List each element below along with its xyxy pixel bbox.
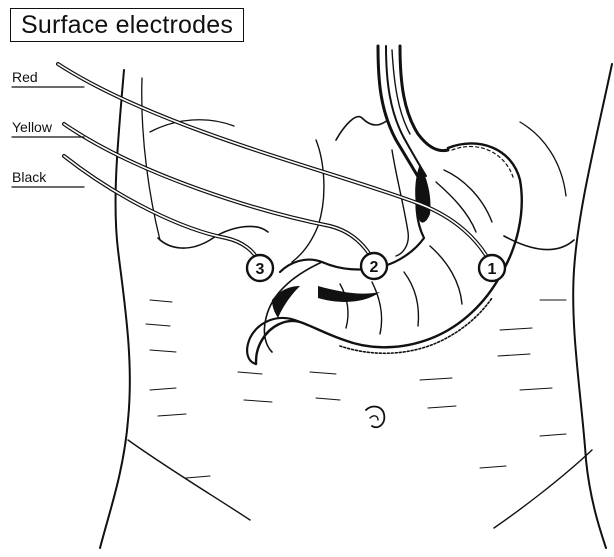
umbilicus-inner <box>370 416 378 420</box>
inguinal-line-left <box>128 440 250 520</box>
lead-wire-black <box>64 156 258 260</box>
electrode-3-number: 3 <box>256 261 265 278</box>
stomach-lesser-curvature <box>280 180 424 272</box>
lead-wire-black-core <box>64 156 258 260</box>
inguinal-line-right <box>494 450 592 528</box>
costal-arch-right <box>520 122 566 196</box>
sternum-outline <box>336 117 388 140</box>
electrode-3: 3 <box>247 255 273 281</box>
abdomen-hatching <box>146 300 566 478</box>
electrode-2: 2 <box>361 253 387 279</box>
electrode-1: 1 <box>479 255 505 281</box>
electrode-2-number: 2 <box>370 259 379 276</box>
stomach-serration-top <box>452 147 514 180</box>
duodenum-shading <box>272 286 300 318</box>
electrode-1-number: 1 <box>488 261 497 278</box>
stomach-fold-6 <box>340 284 348 328</box>
lead-label-red: Red <box>12 69 38 85</box>
umbilicus <box>366 407 384 428</box>
torso-right-outline <box>573 64 612 548</box>
xiphoid-right <box>392 150 408 256</box>
stomach-fold-5 <box>372 282 382 334</box>
duodenum-outer <box>247 318 300 364</box>
stomach-greater-curvature <box>256 143 522 364</box>
torso-left-outline <box>100 70 130 548</box>
rib-margin-left <box>158 226 268 248</box>
stomach-fold-4 <box>404 272 418 326</box>
lead-label-black: Black <box>12 169 46 185</box>
diagram-title: Surface electrodes <box>10 8 244 42</box>
stomach-shading-lesser <box>318 286 380 302</box>
lead-label-yellow: Yellow <box>12 119 52 135</box>
esophagus-wall-right <box>400 46 448 151</box>
xiphoid-left <box>292 140 324 262</box>
stomach-fold-3 <box>430 246 462 304</box>
